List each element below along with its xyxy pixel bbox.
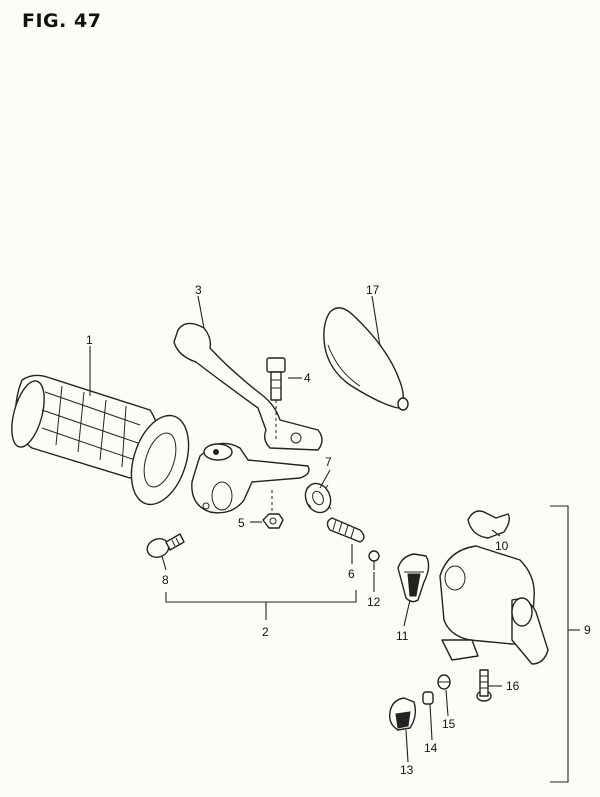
plunger-part	[437, 674, 451, 690]
callout-15: 15	[442, 717, 456, 731]
lever-holder-part	[191, 442, 310, 514]
switch-housing-part	[439, 545, 549, 665]
callout-3: 3	[195, 283, 202, 297]
small-screw-part	[368, 550, 380, 570]
callout-14: 14	[424, 741, 438, 755]
callout-8: 8	[162, 573, 169, 587]
callout-10: 10	[495, 539, 509, 553]
switch-knob-11-part	[397, 553, 430, 603]
callout-9: 9	[584, 623, 591, 637]
callout-5: 5	[238, 516, 245, 530]
callout-1: 1	[86, 333, 93, 347]
button-cap-part	[388, 697, 417, 731]
cable-adjuster-part	[326, 517, 365, 543]
callout-16: 16	[506, 679, 520, 693]
nut-part	[262, 490, 284, 529]
leader-lines	[89, 295, 580, 783]
callout-13: 13	[400, 763, 414, 777]
adjuster-nut-part	[304, 482, 332, 514]
callout-4: 4	[304, 371, 311, 385]
lever-part	[173, 322, 323, 451]
callout-6: 6	[348, 567, 355, 581]
callout-7: 7	[325, 455, 332, 469]
callout-2: 2	[262, 625, 269, 639]
grip-part	[11, 374, 190, 506]
callout-12: 12	[367, 595, 381, 609]
spring-part	[422, 691, 434, 705]
figure-title: FIG. 47	[22, 10, 102, 32]
callout-11: 11	[396, 629, 409, 643]
lever-cover-part	[323, 307, 409, 411]
switch-knob-10-part	[467, 510, 511, 539]
pivot-bolt-part	[266, 357, 286, 440]
screw-part	[146, 533, 185, 558]
housing-screw-part	[476, 669, 492, 702]
callout-17: 17	[366, 283, 380, 297]
